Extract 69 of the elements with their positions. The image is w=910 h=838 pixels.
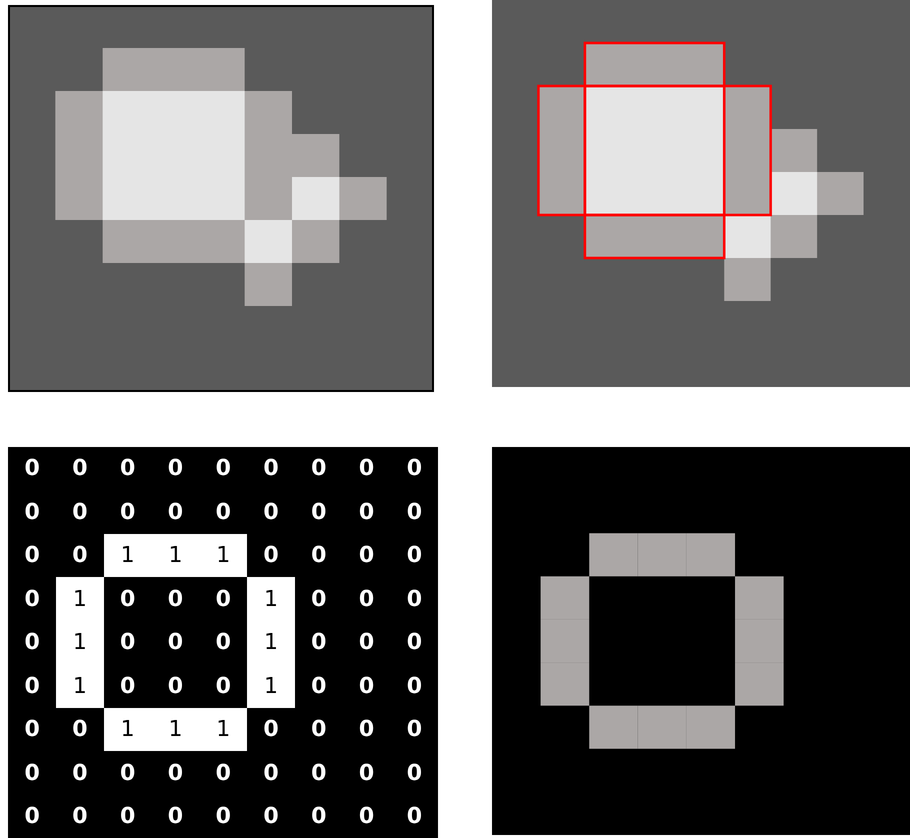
matrix-cell: 0 <box>294 447 343 491</box>
matrix-cell: 0 <box>151 664 200 708</box>
matrix-cell: 0 <box>151 447 200 491</box>
matrix-cell: 0 <box>199 620 248 665</box>
matrix-cell: 0 <box>104 620 152 665</box>
matrix-cell: 0 <box>342 447 391 491</box>
matrix-cell: 0 <box>104 751 152 796</box>
matrix-cell: 0 <box>56 708 104 752</box>
matrix-cell: 0 <box>56 490 104 534</box>
matrix-cell: 0 <box>390 708 438 752</box>
matrix-cell: 0 <box>390 664 438 708</box>
matrix-cell: 0 <box>246 534 296 578</box>
matrix-cell: 0 <box>151 577 200 622</box>
matrix-cell: 0 <box>8 664 56 708</box>
matrix-cell: 0 <box>294 751 343 796</box>
matrix-cell: 0 <box>342 664 391 708</box>
matrix-cell: 0 <box>8 490 56 534</box>
matrix-cell: 0 <box>8 708 56 752</box>
matrix-cell: 0 <box>8 751 56 796</box>
matrix-cell: 0 <box>342 708 391 752</box>
matrix-cell: 0 <box>56 447 104 491</box>
matrix-cell: 0 <box>199 794 248 838</box>
matrix-cell: 0 <box>390 577 438 622</box>
matrix-cell: 0 <box>151 794 200 838</box>
matrix-cell: 0 <box>294 664 343 708</box>
matrix-cell: 0 <box>342 577 391 622</box>
matrix-cell: 0 <box>151 490 200 534</box>
matrix-cell: 0 <box>246 708 296 752</box>
matrix-cell: 0 <box>294 708 343 752</box>
matrix-cell: 0 <box>56 794 104 838</box>
matrix-cell: 0 <box>199 664 248 708</box>
matrix-cell: 0 <box>342 620 391 665</box>
matrix-cell: 0 <box>151 751 200 796</box>
matrix-cell: 0 <box>294 534 343 578</box>
matrix-cell: 0 <box>8 577 56 622</box>
matrix-cell: 0 <box>294 490 343 534</box>
matrix-cell: 0 <box>8 794 56 838</box>
matrix-cell: 0 <box>199 751 248 796</box>
matrix-cell: 0 <box>246 794 296 838</box>
matrix-cell: 0 <box>342 534 391 578</box>
matrix-cell: 0 <box>246 447 296 491</box>
matrix-cell: 0 <box>294 577 343 622</box>
matrix-cell: 0 <box>104 794 152 838</box>
matrix-cell: 0 <box>56 534 104 578</box>
matrix-cell: 0 <box>294 620 343 665</box>
matrix-cell: 0 <box>390 534 438 578</box>
matrix-cell: 0 <box>199 490 248 534</box>
matrix-cell: 0 <box>199 447 248 491</box>
matrix-cell: 0 <box>390 490 438 534</box>
matrix-cell: 0 <box>390 794 438 838</box>
matrix-cell: 0 <box>342 490 391 534</box>
matrix-cell: 0 <box>8 447 56 491</box>
matrix-cell: 0 <box>390 447 438 491</box>
matrix-cell: 0 <box>104 490 152 534</box>
matrix-cell: 0 <box>56 751 104 796</box>
matrix-cell: 0 <box>246 490 296 534</box>
matrix-cell: 0 <box>8 620 56 665</box>
matrix-cell: 0 <box>8 534 56 578</box>
matrix-cell: 0 <box>104 664 152 708</box>
matrix-cell: 0 <box>390 751 438 796</box>
matrix-cell: 0 <box>246 751 296 796</box>
matrix-cell: 0 <box>199 577 248 622</box>
matrix-cell: 0 <box>294 794 343 838</box>
matrix-cell: 0 <box>342 751 391 796</box>
matrix-cell: 0 <box>104 577 152 622</box>
matrix-cell: 0 <box>104 447 152 491</box>
matrix-cell: 0 <box>390 620 438 665</box>
matrix-cell: 0 <box>151 620 200 665</box>
matrix-cell: 0 <box>342 794 391 838</box>
